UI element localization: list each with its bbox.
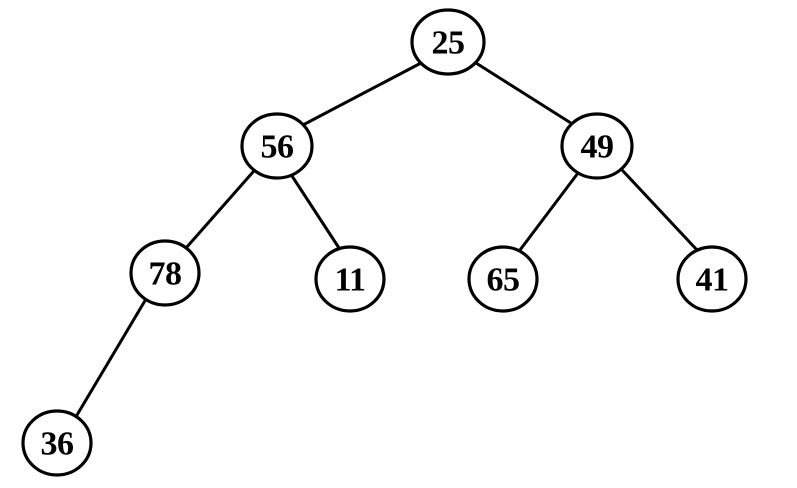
tree-node[interactable]: 65: [467, 245, 539, 313]
tree-edge-n49-n65: [518, 171, 580, 252]
node-label: 78: [149, 256, 182, 293]
node-circle: [129, 239, 201, 307]
node-label: 56: [261, 129, 294, 166]
tree-node[interactable]: 56: [240, 112, 314, 180]
tree-edge-n49-n41: [621, 169, 699, 252]
node-circle: [314, 245, 386, 313]
node-circle: [467, 245, 539, 313]
tree-node[interactable]: 41: [676, 245, 748, 313]
edge-layer: [75, 61, 699, 417]
node-label: 36: [41, 426, 74, 463]
tree-edge-n25-n56: [299, 61, 423, 128]
node-circle: [410, 8, 486, 76]
node-circle: [676, 245, 748, 313]
node-circle: [21, 409, 93, 477]
tree-edge-n78-n36: [75, 297, 148, 417]
node-layer: 25 56 49 78 11 65 41 36: [21, 8, 748, 477]
tree-node[interactable]: 49: [560, 112, 634, 180]
node-circle: [240, 112, 314, 180]
node-label: 65: [487, 262, 520, 299]
tree-edge-n56-n11: [290, 174, 341, 250]
tree-node[interactable]: 36: [21, 409, 93, 477]
tree-node[interactable]: 25: [410, 8, 486, 76]
node-label: 25: [432, 25, 465, 62]
node-label: 11: [334, 262, 365, 299]
node-label: 49: [581, 129, 614, 166]
tree-edge-n56-n78: [184, 170, 255, 250]
node-label: 41: [696, 262, 729, 299]
tree-node[interactable]: 11: [314, 245, 386, 313]
node-circle: [560, 112, 634, 180]
tree-edge-n25-n49: [474, 61, 576, 127]
tree-node[interactable]: 78: [129, 239, 201, 307]
